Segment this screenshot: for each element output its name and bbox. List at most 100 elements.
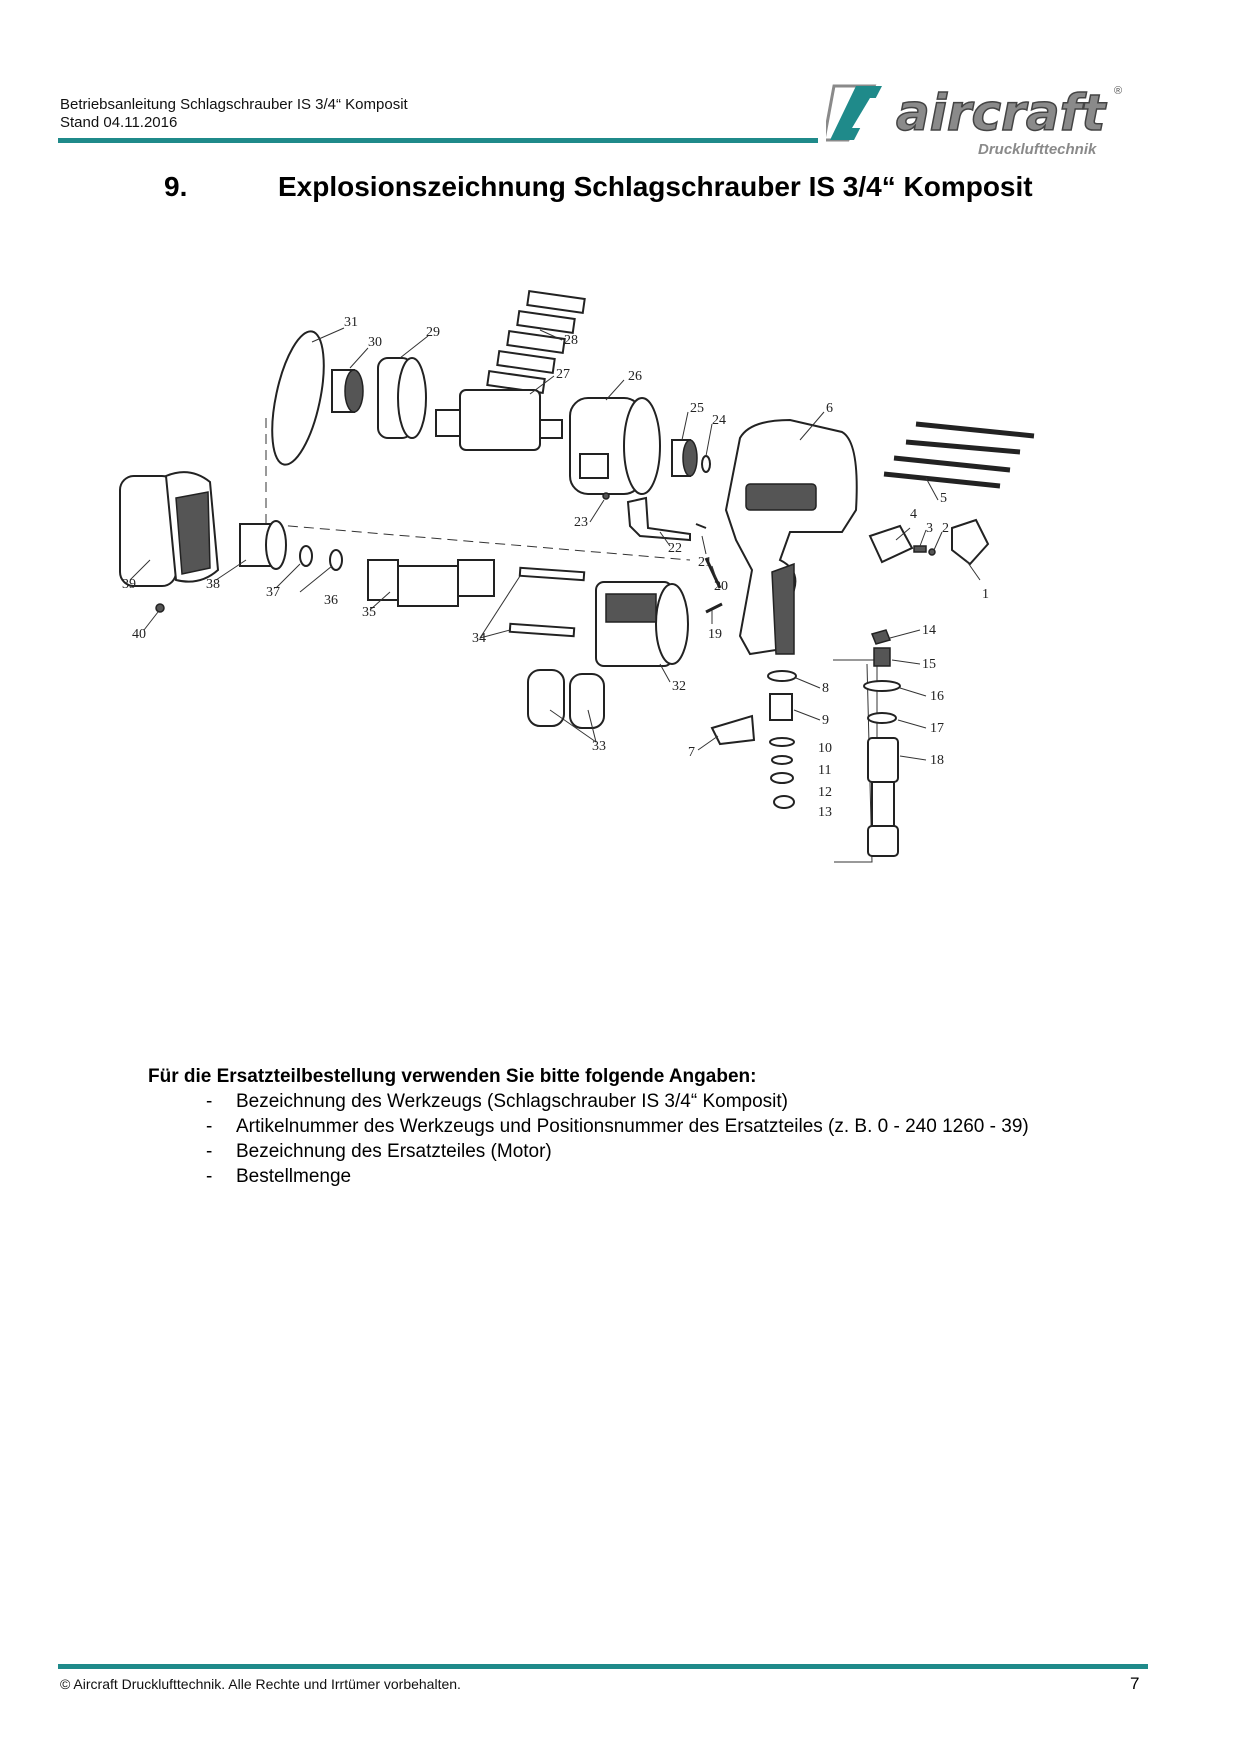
part-10-o-ring xyxy=(769,737,795,747)
label-24: 24 xyxy=(712,413,726,428)
part-14-valve-stem xyxy=(870,629,892,645)
header-date: Stand 04.11.2016 xyxy=(60,114,178,131)
label-28: 28 xyxy=(564,333,578,348)
part-number-labels: 1 2 3 4 5 6 7 8 9 10 11 12 13 14 15 16 1… xyxy=(122,315,989,820)
part-12-washer xyxy=(770,772,794,784)
part-37-ring xyxy=(299,545,313,567)
assembly-guide-line-seals xyxy=(834,663,873,863)
part-34-hammer-pins xyxy=(508,566,586,638)
header-rule xyxy=(58,138,818,143)
list-bullet: - xyxy=(206,1166,213,1187)
label-22: 22 xyxy=(668,541,682,556)
page-number: 7 xyxy=(1130,1674,1140,1693)
label-13: 13 xyxy=(818,805,832,820)
instructions-list: - Bezeichnung des Werkzeugs (Schlagschrau… xyxy=(148,1089,1029,1189)
label-16: 16 xyxy=(930,689,944,704)
label-31: 31 xyxy=(344,315,358,330)
list-item-text: Bezeichnung des Werkzeugs (Schlagschraub… xyxy=(236,1091,788,1112)
logo-registered-mark: ® xyxy=(1114,85,1122,97)
part-9-valve-seat xyxy=(769,693,793,721)
label-17: 17 xyxy=(930,721,944,736)
section-number: 9. xyxy=(164,171,188,202)
document-header: Betriebsanleitung Schlagschrauber IS 3/4… xyxy=(60,96,408,132)
list-item-text: Bestellmenge xyxy=(236,1166,352,1187)
label-9: 9 xyxy=(822,713,829,728)
label-25: 25 xyxy=(690,401,704,416)
part-40-screw xyxy=(155,603,165,613)
part-7-cover-plate xyxy=(710,714,756,746)
label-15: 15 xyxy=(922,657,936,672)
list-item-text: Artikelnummer des Werkzeugs und Position… xyxy=(236,1116,1029,1137)
label-3: 3 xyxy=(926,521,933,536)
label-36: 36 xyxy=(324,593,338,608)
logo-emblem-cut xyxy=(852,98,884,128)
part-3-spring xyxy=(913,545,927,553)
part-16-o-ring xyxy=(863,680,901,692)
label-8: 8 xyxy=(822,681,829,696)
exploded-view-drawing: 1 2 3 4 5 6 7 8 9 10 11 12 13 14 15 16 1… xyxy=(119,290,1035,863)
list-item: - Artikelnummer des Werkzeugs und Positio… xyxy=(206,1114,1029,1139)
label-1: 1 xyxy=(982,587,989,602)
part-33-hammers xyxy=(527,669,605,729)
label-4: 4 xyxy=(910,507,917,522)
label-10: 10 xyxy=(818,741,832,756)
label-12: 12 xyxy=(818,785,832,800)
part-17-o-ring xyxy=(867,712,897,724)
part-31-gasket xyxy=(271,330,325,466)
part-20-spring xyxy=(704,557,722,589)
label-26: 26 xyxy=(628,369,642,384)
label-14: 14 xyxy=(922,623,936,638)
part-39-front-cover xyxy=(119,471,220,587)
part-25-bearing xyxy=(671,439,698,477)
label-27: 27 xyxy=(556,367,570,382)
label-34: 34 xyxy=(472,631,486,646)
part-32-hammer-case xyxy=(595,581,689,667)
footer-copyright: © Aircraft Drucklufttechnik. Alle Rechte… xyxy=(60,1676,461,1692)
part-27-rotor xyxy=(435,389,563,451)
label-18: 18 xyxy=(930,753,944,768)
list-bullet: - xyxy=(206,1091,213,1112)
logo-wordmark: aircraft xyxy=(896,84,1107,142)
label-21: 21 xyxy=(698,555,712,570)
logo-subline: Drucklufttechnik xyxy=(978,141,1097,158)
footer-rule xyxy=(58,1664,1148,1669)
part-2-ball xyxy=(928,548,936,556)
part-23-pin xyxy=(602,492,610,500)
label-35: 35 xyxy=(362,605,376,620)
instructions-heading: Für die Ersatzteilbestellung verwenden S… xyxy=(148,1066,757,1087)
part-21-pin xyxy=(695,523,707,529)
label-6: 6 xyxy=(826,401,833,416)
label-5: 5 xyxy=(940,491,947,506)
label-23: 23 xyxy=(574,515,588,530)
part-19-pin xyxy=(705,602,723,614)
part-30-bearing xyxy=(331,369,364,413)
part-22-trigger xyxy=(626,496,691,542)
part-1-exhaust-deflector xyxy=(951,518,990,566)
label-30: 30 xyxy=(368,335,382,350)
part-29-end-plate xyxy=(377,357,427,439)
part-13-plug xyxy=(773,795,795,809)
label-39: 39 xyxy=(122,577,136,592)
part-15-spring xyxy=(873,647,891,667)
part-26-cylinder xyxy=(569,397,661,495)
label-40: 40 xyxy=(132,627,146,642)
label-11: 11 xyxy=(818,763,831,778)
list-bullet: - xyxy=(206,1116,213,1137)
label-38: 38 xyxy=(206,577,220,592)
header-title: Betriebsanleitung Schlagschrauber IS 3/4… xyxy=(60,96,408,113)
section-title: Explosionszeichnung Schlagschrauber IS 3… xyxy=(278,171,1033,202)
part-38-bushing xyxy=(239,520,287,570)
label-32: 32 xyxy=(672,679,686,694)
label-20: 20 xyxy=(714,579,728,594)
list-item: -Bezeichnung des Ersatzteiles (Motor) xyxy=(206,1139,1029,1164)
spare-parts-instructions: Für die Ersatzteilbestellung verwenden S… xyxy=(148,1064,1029,1189)
list-item: - Bestellmenge xyxy=(206,1164,1029,1189)
part-35-anvil xyxy=(367,559,495,607)
label-37: 37 xyxy=(266,585,280,600)
label-2: 2 xyxy=(942,521,949,536)
label-29: 29 xyxy=(426,325,440,340)
part-5-housing-bolts xyxy=(883,421,1035,489)
list-item-text: Bezeichnung des Ersatzteiles (Motor) xyxy=(236,1141,552,1162)
logo-emblem-stripe xyxy=(830,86,882,140)
part-11-o-ring xyxy=(771,755,793,765)
